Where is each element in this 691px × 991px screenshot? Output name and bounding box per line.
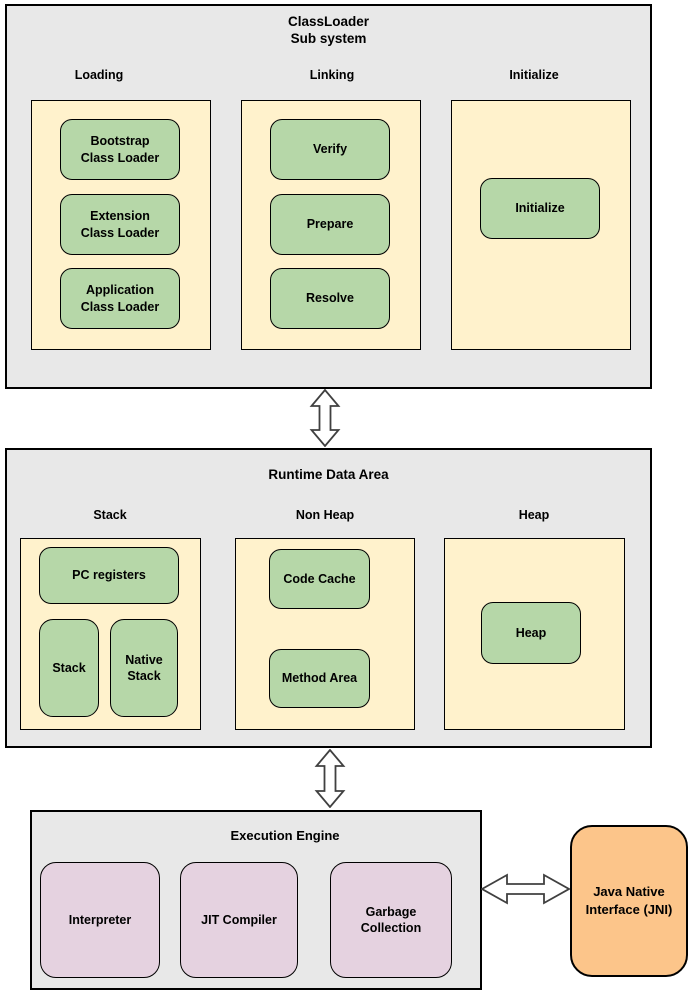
initialize-panel: Initialize (451, 100, 631, 350)
classloader-subsystem-panel: ClassLoader Sub system Loading Linking I… (5, 4, 652, 389)
application-class-loader-box: Application Class Loader (60, 268, 180, 329)
native-stack-box: Native Stack (110, 619, 178, 717)
classloader-runtime-double-arrow-icon (309, 389, 341, 447)
execution-engine-title: Execution Engine (230, 828, 340, 843)
garbage-collection-box: Garbage Collection (330, 862, 452, 978)
jit-compiler-box: JIT Compiler (180, 862, 298, 978)
runtime-execution-double-arrow-icon (314, 749, 346, 808)
initialize-label: Initialize (509, 68, 559, 82)
classloader-title: ClassLoader Sub system (287, 14, 370, 46)
linking-label: Linking (309, 68, 355, 82)
execution-jni-double-arrow-icon (481, 873, 570, 905)
linking-panel: Verify Prepare Resolve (241, 100, 421, 350)
prepare-box: Prepare (270, 194, 390, 255)
initialize-box: Initialize (480, 178, 600, 239)
execution-engine-panel: Execution Engine Interpreter JIT Compile… (30, 810, 482, 990)
java-native-interface-box: Java Native Interface (JNI) (570, 825, 688, 977)
extension-class-loader-box: Extension Class Loader (60, 194, 180, 255)
stack-panel: PC registers Stack Native Stack (20, 538, 201, 730)
stack-label: Stack (93, 508, 127, 522)
heap-box: Heap (481, 602, 581, 664)
pc-registers-box: PC registers (39, 547, 179, 604)
non-heap-panel: Code Cache Method Area (235, 538, 415, 730)
heap-panel: Heap (444, 538, 625, 730)
non-heap-label: Non Heap (295, 508, 355, 522)
runtime-data-area-panel: Runtime Data Area Stack Non Heap Heap PC… (5, 448, 652, 748)
interpreter-box: Interpreter (40, 862, 160, 978)
bootstrap-class-loader-box: Bootstrap Class Loader (60, 119, 180, 180)
heap-label: Heap (518, 508, 550, 522)
method-area-box: Method Area (269, 649, 370, 708)
resolve-box: Resolve (270, 268, 390, 329)
code-cache-box: Code Cache (269, 549, 370, 609)
verify-box: Verify (270, 119, 390, 180)
runtime-title: Runtime Data Area (268, 467, 389, 482)
loading-label: Loading (74, 68, 124, 82)
stack-box: Stack (39, 619, 99, 717)
loading-panel: Bootstrap Class Loader Extension Class L… (31, 100, 211, 350)
